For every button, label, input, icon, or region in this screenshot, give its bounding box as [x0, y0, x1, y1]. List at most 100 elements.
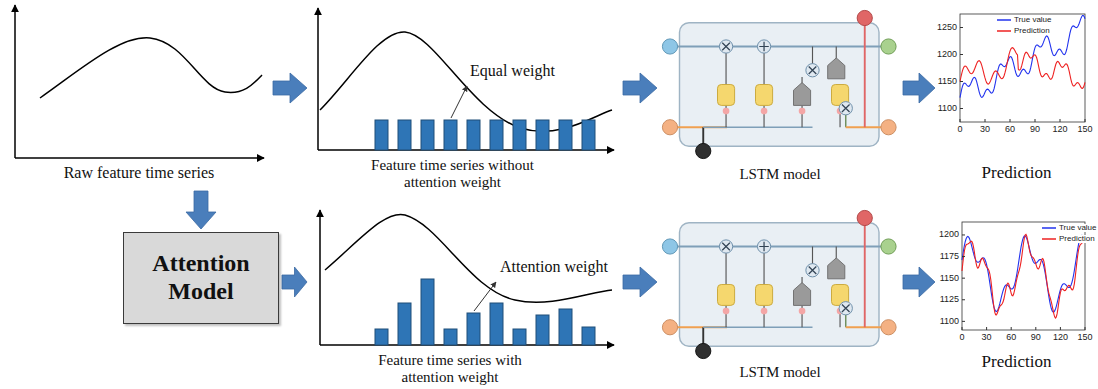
legend-sample [1042, 225, 1056, 231]
attention-weight-plot [319, 210, 321, 345]
tick-label: 1150 [938, 77, 957, 86]
caption: Feature time series with attention weigh… [355, 352, 545, 386]
raw-plot [15, 5, 264, 158]
legend-sample [997, 28, 1011, 34]
flow-arrow [623, 267, 657, 297]
legend-item: Prediction [1040, 235, 1097, 243]
tick-label: 0 [957, 125, 962, 134]
tick-label: 30 [980, 125, 990, 134]
tick-mark [962, 256, 965, 257]
tick-mark [986, 327, 987, 330]
legend-sample-line [1042, 227, 1056, 229]
tick-label: 150 [1077, 125, 1092, 134]
legend-sample-line [997, 19, 1011, 21]
lstm-cell [662, 210, 896, 358]
weight-bar [536, 315, 549, 345]
lstm-cell [662, 10, 896, 158]
tick-mark [962, 299, 965, 300]
tick-label: 1250 [937, 23, 957, 32]
tick-mark [1085, 327, 1086, 330]
raw-plot [40, 38, 262, 98]
tick-mark [1035, 119, 1036, 122]
legend-text: Prediction [1014, 27, 1050, 35]
legend-sample-line [997, 30, 1011, 32]
tick-mark [1010, 119, 1011, 122]
box-title: Attention Model [136, 250, 266, 305]
legend-sample [1042, 236, 1056, 242]
legend-text: True value [1014, 16, 1052, 24]
tick-mark [1060, 119, 1061, 122]
equal-weight-plot [320, 32, 612, 131]
lstm-panel: LSTM model [660, 8, 900, 193]
tick-mark [1035, 327, 1036, 330]
weight-bar [375, 120, 388, 150]
weight-bar [582, 120, 595, 150]
tick-label: 120 [1053, 333, 1068, 342]
weight-bar [513, 120, 526, 150]
caption: Feature time series without attention we… [365, 157, 540, 191]
flow-arrow [623, 73, 657, 103]
annotation-label: Equal weight [470, 62, 580, 80]
tick-label: 150 [1077, 333, 1092, 342]
weight-bar [490, 120, 503, 150]
legend-sample [997, 17, 1011, 23]
chart-frame [960, 14, 1085, 122]
attention-weight-plot [320, 210, 614, 345]
legend-item: Prediction [995, 27, 1052, 35]
series-line [962, 234, 1085, 318]
series-line [960, 15, 1085, 97]
lstm-panel: LSTM model [660, 208, 900, 388]
tick-label: 1175 [940, 252, 959, 261]
tick-mark [960, 27, 963, 28]
tick-mark [962, 327, 963, 330]
tick-label: 60 [1005, 125, 1015, 134]
tick-mark [985, 119, 986, 122]
tick-label: 90 [1031, 333, 1041, 342]
flow-arrow [903, 267, 935, 297]
tick-label: 60 [1006, 333, 1016, 342]
tick-label: 1200 [937, 50, 957, 59]
tick-label: 1100 [938, 104, 957, 113]
weight-bar [559, 309, 572, 345]
raw-plot [14, 5, 16, 158]
tick-mark [962, 321, 965, 322]
plot-panel: Attention weightFeature time series with… [310, 206, 620, 389]
caption: Prediction [958, 352, 1075, 371]
weight-bar [467, 120, 480, 150]
tick-mark [960, 81, 963, 82]
weight-bar [490, 303, 503, 345]
legend-item: True value [995, 16, 1054, 24]
legend-item: True value [1040, 224, 1098, 232]
caption: LSTM model [720, 364, 840, 381]
chart-panel: Prediction [938, 206, 1095, 386]
tick-label: 120 [1052, 125, 1067, 134]
weight-bar [513, 329, 526, 345]
weight-bar [375, 329, 388, 345]
weight-bar [421, 279, 434, 345]
weight-bar [467, 313, 480, 345]
tick-mark [1085, 119, 1086, 122]
equal-weight-plot [317, 8, 319, 150]
flow-arrow [903, 73, 935, 103]
annotation-label: Attention weight [500, 258, 620, 276]
plot-panel: Equal weightFeature time series without … [310, 4, 620, 202]
tick-label: 1200 [939, 230, 959, 239]
weight-bars [375, 120, 595, 150]
flow-arrow [273, 73, 307, 103]
tick-label: 1125 [940, 295, 959, 304]
series-line [960, 48, 1085, 89]
equal-weight-plot [318, 8, 614, 150]
process-box: Attention Model [123, 232, 279, 324]
caption: Prediction [958, 163, 1075, 182]
legend-sample-line [1042, 238, 1056, 240]
weight-bars [375, 279, 595, 345]
caption: LSTM model [720, 166, 840, 183]
tick-mark [962, 278, 965, 279]
tick-label: 30 [982, 333, 992, 342]
weight-bar [536, 120, 549, 150]
tick-mark [1060, 327, 1061, 330]
